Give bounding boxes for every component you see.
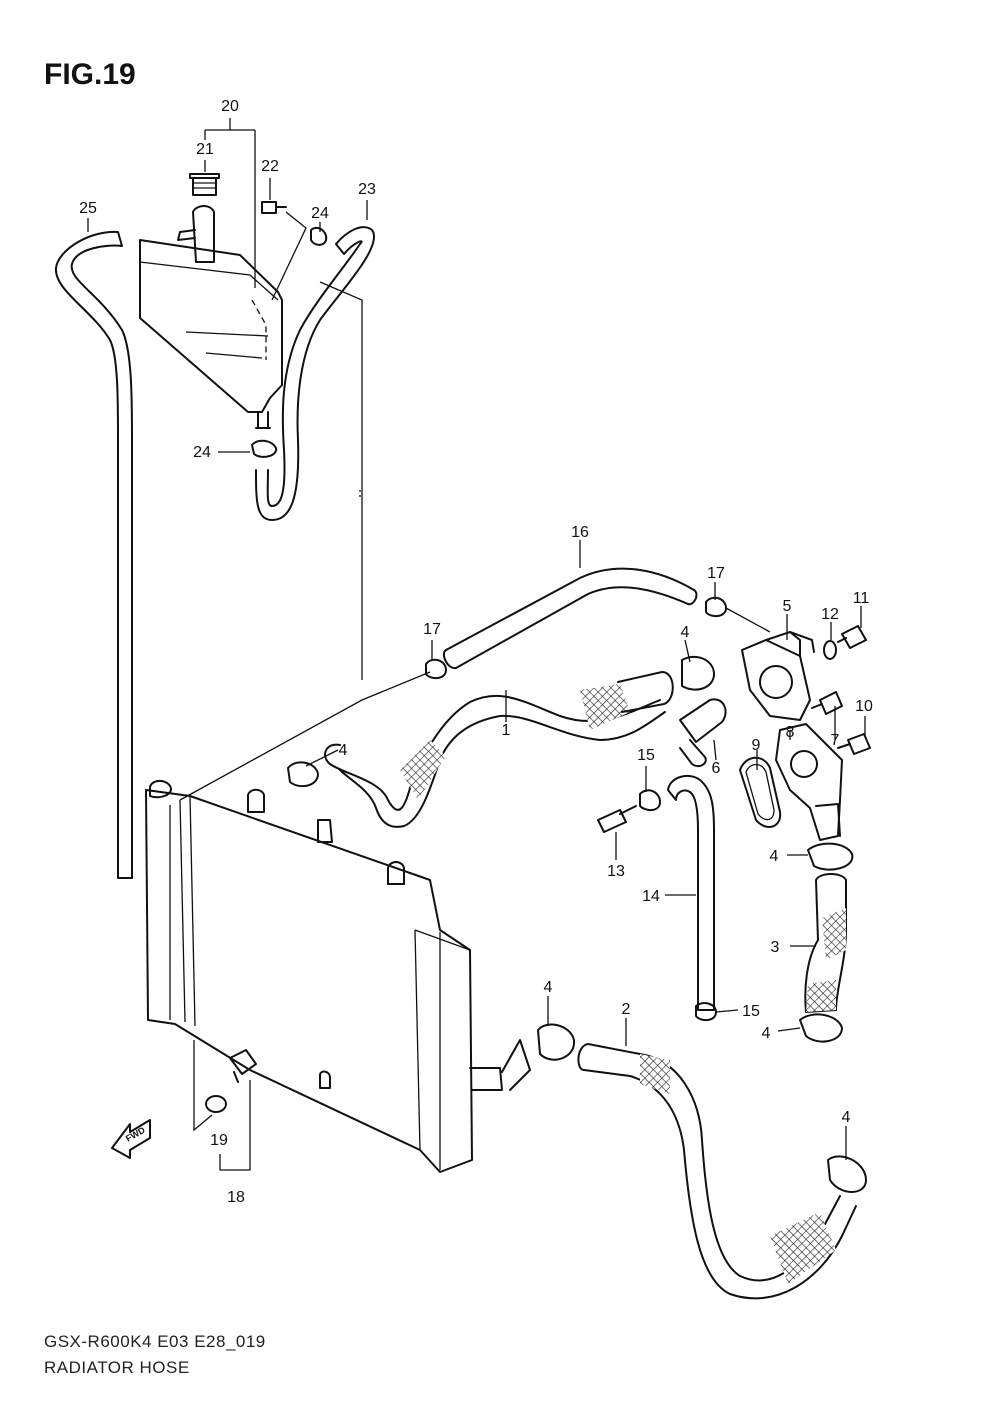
model-code: GSX-R600K4 E03 E28_019 — [44, 1332, 266, 1351]
thermostat-cover-5 — [741, 631, 815, 721]
callout-21: 21 — [196, 141, 214, 158]
callout-5: 5 — [783, 598, 792, 615]
clamp-15-lower — [695, 1002, 717, 1022]
callout-6: 6 — [712, 760, 721, 777]
o-ring-19 — [205, 1095, 227, 1113]
callout-15-upper: 15 — [637, 747, 655, 764]
reservoir-cap — [189, 173, 220, 196]
callout-23: 23 — [358, 181, 376, 198]
callout-22: 22 — [261, 158, 279, 175]
callout-12: 12 — [821, 606, 839, 623]
callout-4-hose3-lower: 4 — [762, 1025, 771, 1042]
thermostat-case-8 — [775, 723, 843, 841]
callout-9: 9 — [752, 737, 761, 754]
callout-4-hose2-right: 4 — [842, 1109, 851, 1126]
reservoir-tank — [139, 205, 283, 429]
callout-11: 11 — [853, 590, 870, 607]
clamp-4-hose1-upper — [681, 655, 715, 691]
thermostat-6 — [679, 698, 727, 768]
section-name: RADIATOR HOSE — [44, 1358, 190, 1377]
clamp-4-hose3-lower — [799, 1013, 843, 1043]
clamp-4-hose2-right — [827, 1155, 867, 1193]
hose-23 — [255, 226, 375, 521]
callout-20: 20 — [221, 98, 239, 115]
callout-13: 13 — [607, 863, 625, 880]
callout-25: 25 — [79, 200, 97, 217]
gasket-9 — [739, 756, 782, 828]
callout-18: 18 — [227, 1189, 245, 1206]
callout-16: 16 — [571, 524, 589, 541]
callout-24-lower: 24 — [193, 444, 211, 461]
callout-2: 2 — [622, 1001, 631, 1018]
bolt-7 — [811, 691, 843, 715]
hose-25 — [54, 230, 133, 879]
clamp-24-lower — [251, 439, 278, 458]
hose-16 — [442, 567, 698, 670]
callout-14: 14 — [642, 888, 660, 905]
callout-7: 7 — [831, 732, 840, 749]
callout-15-lower: 15 — [742, 1003, 760, 1020]
callout-17-right: 17 — [707, 565, 725, 582]
clamp-15-upper — [639, 789, 661, 812]
break-mark — [501, 1039, 531, 1091]
figure-title: FIG.19 — [44, 58, 136, 91]
clamp-24-upper — [310, 226, 328, 246]
bolt-10 — [837, 733, 871, 755]
callout-4-hose1-upper: 4 — [681, 624, 690, 641]
callout-24-upper: 24 — [311, 205, 329, 222]
hose-1 — [324, 671, 674, 828]
hose-2 — [577, 1043, 857, 1300]
callout-4-hose1-lower: 4 — [339, 742, 348, 759]
callout-4-hose2-left: 4 — [544, 979, 553, 996]
bolt-22 — [261, 201, 287, 214]
bolt-11 — [837, 625, 867, 649]
callout-17-left: 17 — [423, 621, 441, 638]
callout-3: 3 — [771, 939, 780, 956]
hose-3 — [804, 873, 847, 1013]
clamp-17-left — [425, 658, 447, 680]
sensor-18 — [229, 1049, 257, 1083]
radiator — [145, 780, 503, 1173]
union-13 — [597, 805, 637, 833]
fwd-arrow-icon: FWD — [111, 1119, 151, 1159]
hose-14 — [667, 774, 715, 1011]
callout-8: 8 — [786, 724, 795, 741]
callout-1: 1 — [502, 722, 511, 739]
clamp-17-right — [705, 596, 727, 618]
callout-10: 10 — [855, 698, 873, 715]
callout-19: 19 — [210, 1132, 228, 1149]
callout-4-hose3-upper: 4 — [770, 848, 779, 865]
clamp-4-hose3-upper — [807, 842, 854, 871]
clamp-4-hose1-lower — [287, 761, 319, 788]
clamp-4-hose2-left — [537, 1023, 576, 1061]
o-ring-12 — [823, 640, 837, 660]
